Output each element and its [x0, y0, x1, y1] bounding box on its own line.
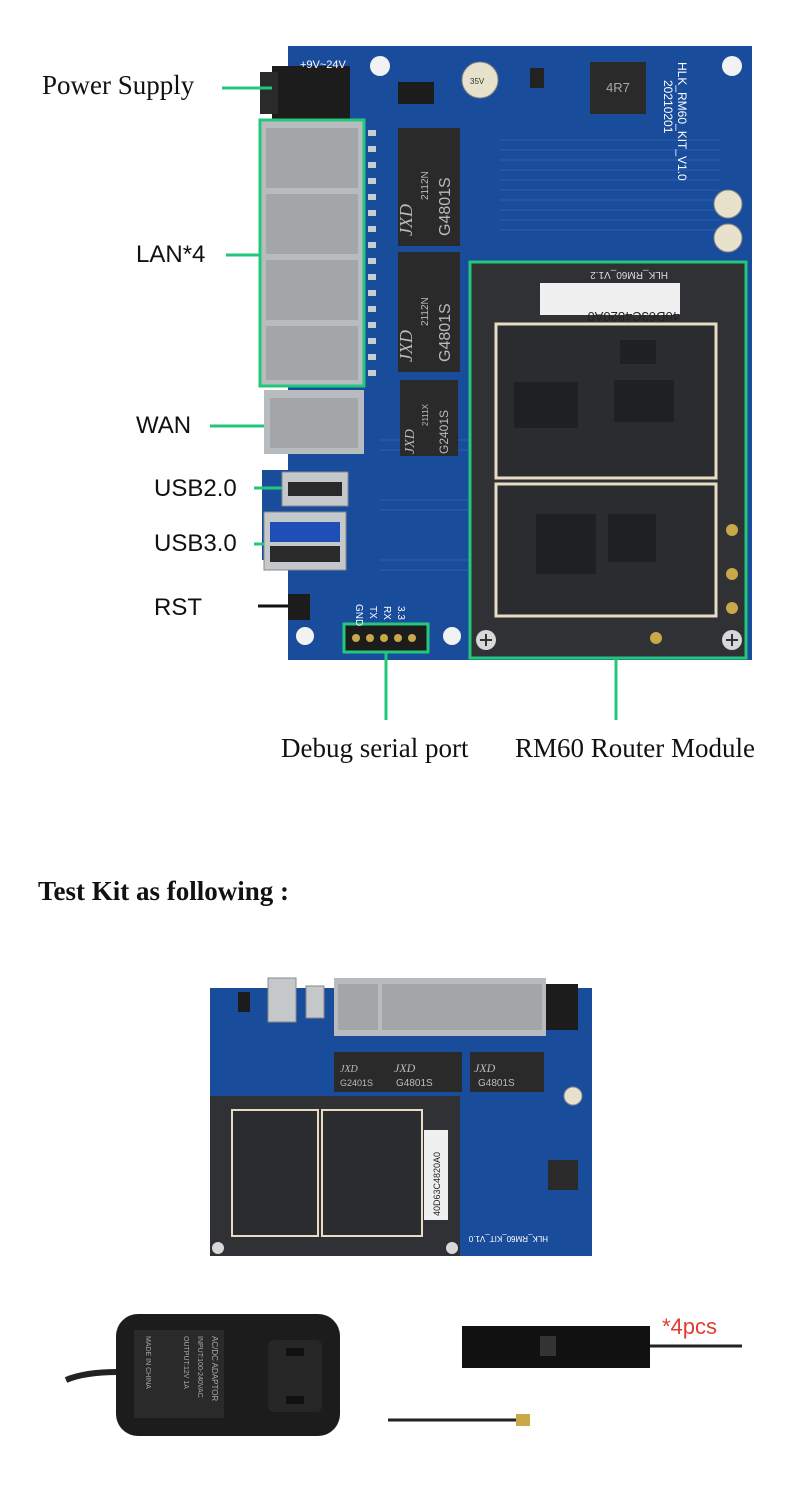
inductor — [590, 62, 646, 114]
module-id-silk: 40D63C4820A0 — [587, 309, 680, 324]
adapter-text: AC/DC ADAPTOR — [210, 1336, 219, 1401]
mount-hole — [722, 56, 742, 76]
label-usb3: USB3.0 — [154, 530, 237, 557]
capacitor — [713, 223, 743, 253]
label-rm60-module: RM60 Router Module — [515, 733, 755, 763]
label-wan: WAN — [136, 412, 192, 439]
label-rst: RST — [154, 594, 202, 621]
voltage-silk: +9V~24V — [300, 59, 347, 71]
module-sticker — [540, 283, 680, 315]
pin-label-33: 3.3 — [395, 606, 406, 620]
label-lan: LAN*4 — [136, 241, 206, 268]
module-shield — [494, 482, 718, 618]
kit-module-id: 40D63C4820A0 — [432, 1152, 442, 1216]
chip-part: G4801S — [437, 177, 454, 236]
transformer-chip: JXD 2112N G4801S — [396, 252, 460, 372]
pin-label-gnd: GND — [353, 604, 364, 626]
board-model-silk: HLK_RM60_KIT_V1.0 — [675, 62, 689, 181]
transformer-chip: JXD 2112N G4801S — [396, 128, 460, 246]
kit-chip-part: G4801S — [396, 1078, 433, 1089]
label-usb2: USB2.0 — [154, 475, 237, 502]
adapter-text: OUTPUT:12V 1A — [182, 1336, 189, 1389]
test-kit-heading: Test Kit as following : — [38, 876, 290, 906]
chip-part: G2401S — [437, 410, 451, 454]
chip-brand: JXD — [403, 429, 418, 454]
rst-button — [288, 594, 310, 620]
board-date-silk: 20210201 — [661, 80, 675, 134]
chip-code: 2112N — [420, 297, 431, 326]
antenna — [388, 1326, 742, 1426]
chip-brand: JXD — [396, 204, 416, 236]
mount-hole — [370, 56, 390, 76]
capacitor — [461, 61, 499, 99]
label-power-supply: Power Supply — [42, 70, 195, 100]
kit-model-silk: HLK_RM60_KIT_V1.0 — [468, 1234, 548, 1243]
chip-part: G4801S — [437, 303, 454, 362]
mount-hole — [443, 627, 461, 645]
adapter-text: MADE IN CHINA — [144, 1336, 151, 1389]
module-model-silk: HLK_RM60_V1.2 — [590, 269, 668, 280]
label-debug-serial-port: Debug serial port — [281, 733, 469, 763]
inductor-label: 4R7 — [606, 80, 630, 95]
power-adapter: AC/DC ADAPTOR INPUT:100-240VAC OUTPUT:12… — [64, 1314, 340, 1436]
pin-label-rx: RX — [381, 606, 392, 620]
adapter-text: INPUT:100-240VAC — [196, 1336, 203, 1398]
kit-chip-part: G4801S — [478, 1078, 515, 1089]
board-diagram: +9V~24V 35V 4R7 HLK_RM60_KIT_V1.0 202102… — [210, 46, 752, 720]
mount-hole — [296, 627, 314, 645]
pin-label-tx: TX — [367, 606, 378, 619]
power-jack — [272, 66, 350, 120]
kit-chip-brand: JXD — [474, 1061, 496, 1075]
capacitor — [713, 189, 743, 219]
chip-code: 2112N — [420, 171, 431, 200]
chip-code: 2111X — [421, 403, 430, 426]
kit-chip-brand: JXD — [394, 1061, 416, 1075]
cap-label: 35V — [470, 77, 485, 86]
antenna-quantity: *4pcs — [662, 1314, 717, 1339]
kit-chip-brand: JXD — [340, 1064, 359, 1075]
chip-brand: JXD — [396, 330, 416, 362]
debug-header — [344, 624, 428, 652]
test-kit-photos: JXD G2401S JXD G4801S JXD G4801S 40D63C4… — [64, 977, 742, 1436]
transformer-chip: JXD 2111X G2401S — [400, 380, 458, 456]
kit-chip-part: G2401S — [340, 1078, 373, 1088]
